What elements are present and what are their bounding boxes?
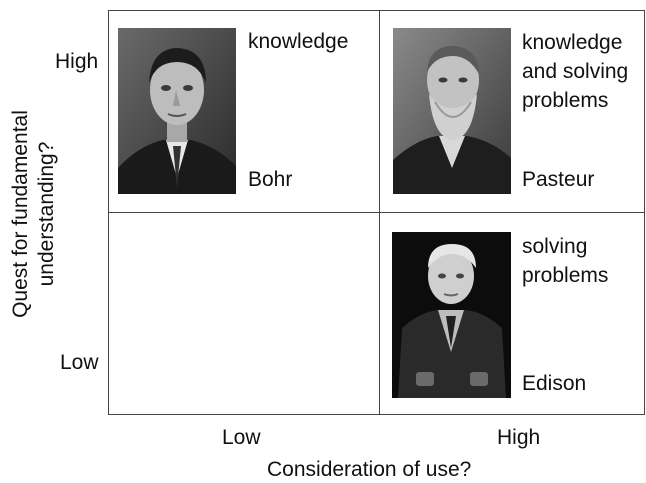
x-axis-label: Consideration of use?: [267, 458, 472, 481]
y-tick-low: Low: [60, 351, 99, 374]
pasteur-portrait: [393, 28, 511, 194]
edison-caption-line1: solving: [522, 235, 588, 258]
y-tick-high: High: [55, 50, 99, 73]
edison-portrait: [392, 232, 511, 398]
edison-caption: solving problems: [522, 232, 608, 290]
edison-caption-line2: problems: [522, 264, 609, 287]
y-axis-label-line1: Quest for fundamental: [9, 110, 32, 318]
pasteur-name: Pasteur: [522, 168, 595, 191]
horizontal-divider: [108, 212, 645, 213]
bohr-name: Bohr: [248, 168, 293, 191]
pasteur-caption-line3: problems: [522, 89, 609, 112]
bohr-portrait: [118, 28, 236, 194]
pasteur-caption-line2: and solving: [522, 60, 629, 83]
x-tick-low: Low: [222, 426, 261, 449]
edison-name: Edison: [522, 372, 587, 395]
y-axis-label-line2: understanding?: [35, 141, 58, 287]
pasteur-caption-line1: knowledge: [522, 31, 623, 54]
pasteur-caption: knowledge and solving problems: [522, 28, 628, 115]
bohr-caption: knowledge: [248, 30, 349, 53]
x-tick-high: High: [497, 426, 541, 449]
